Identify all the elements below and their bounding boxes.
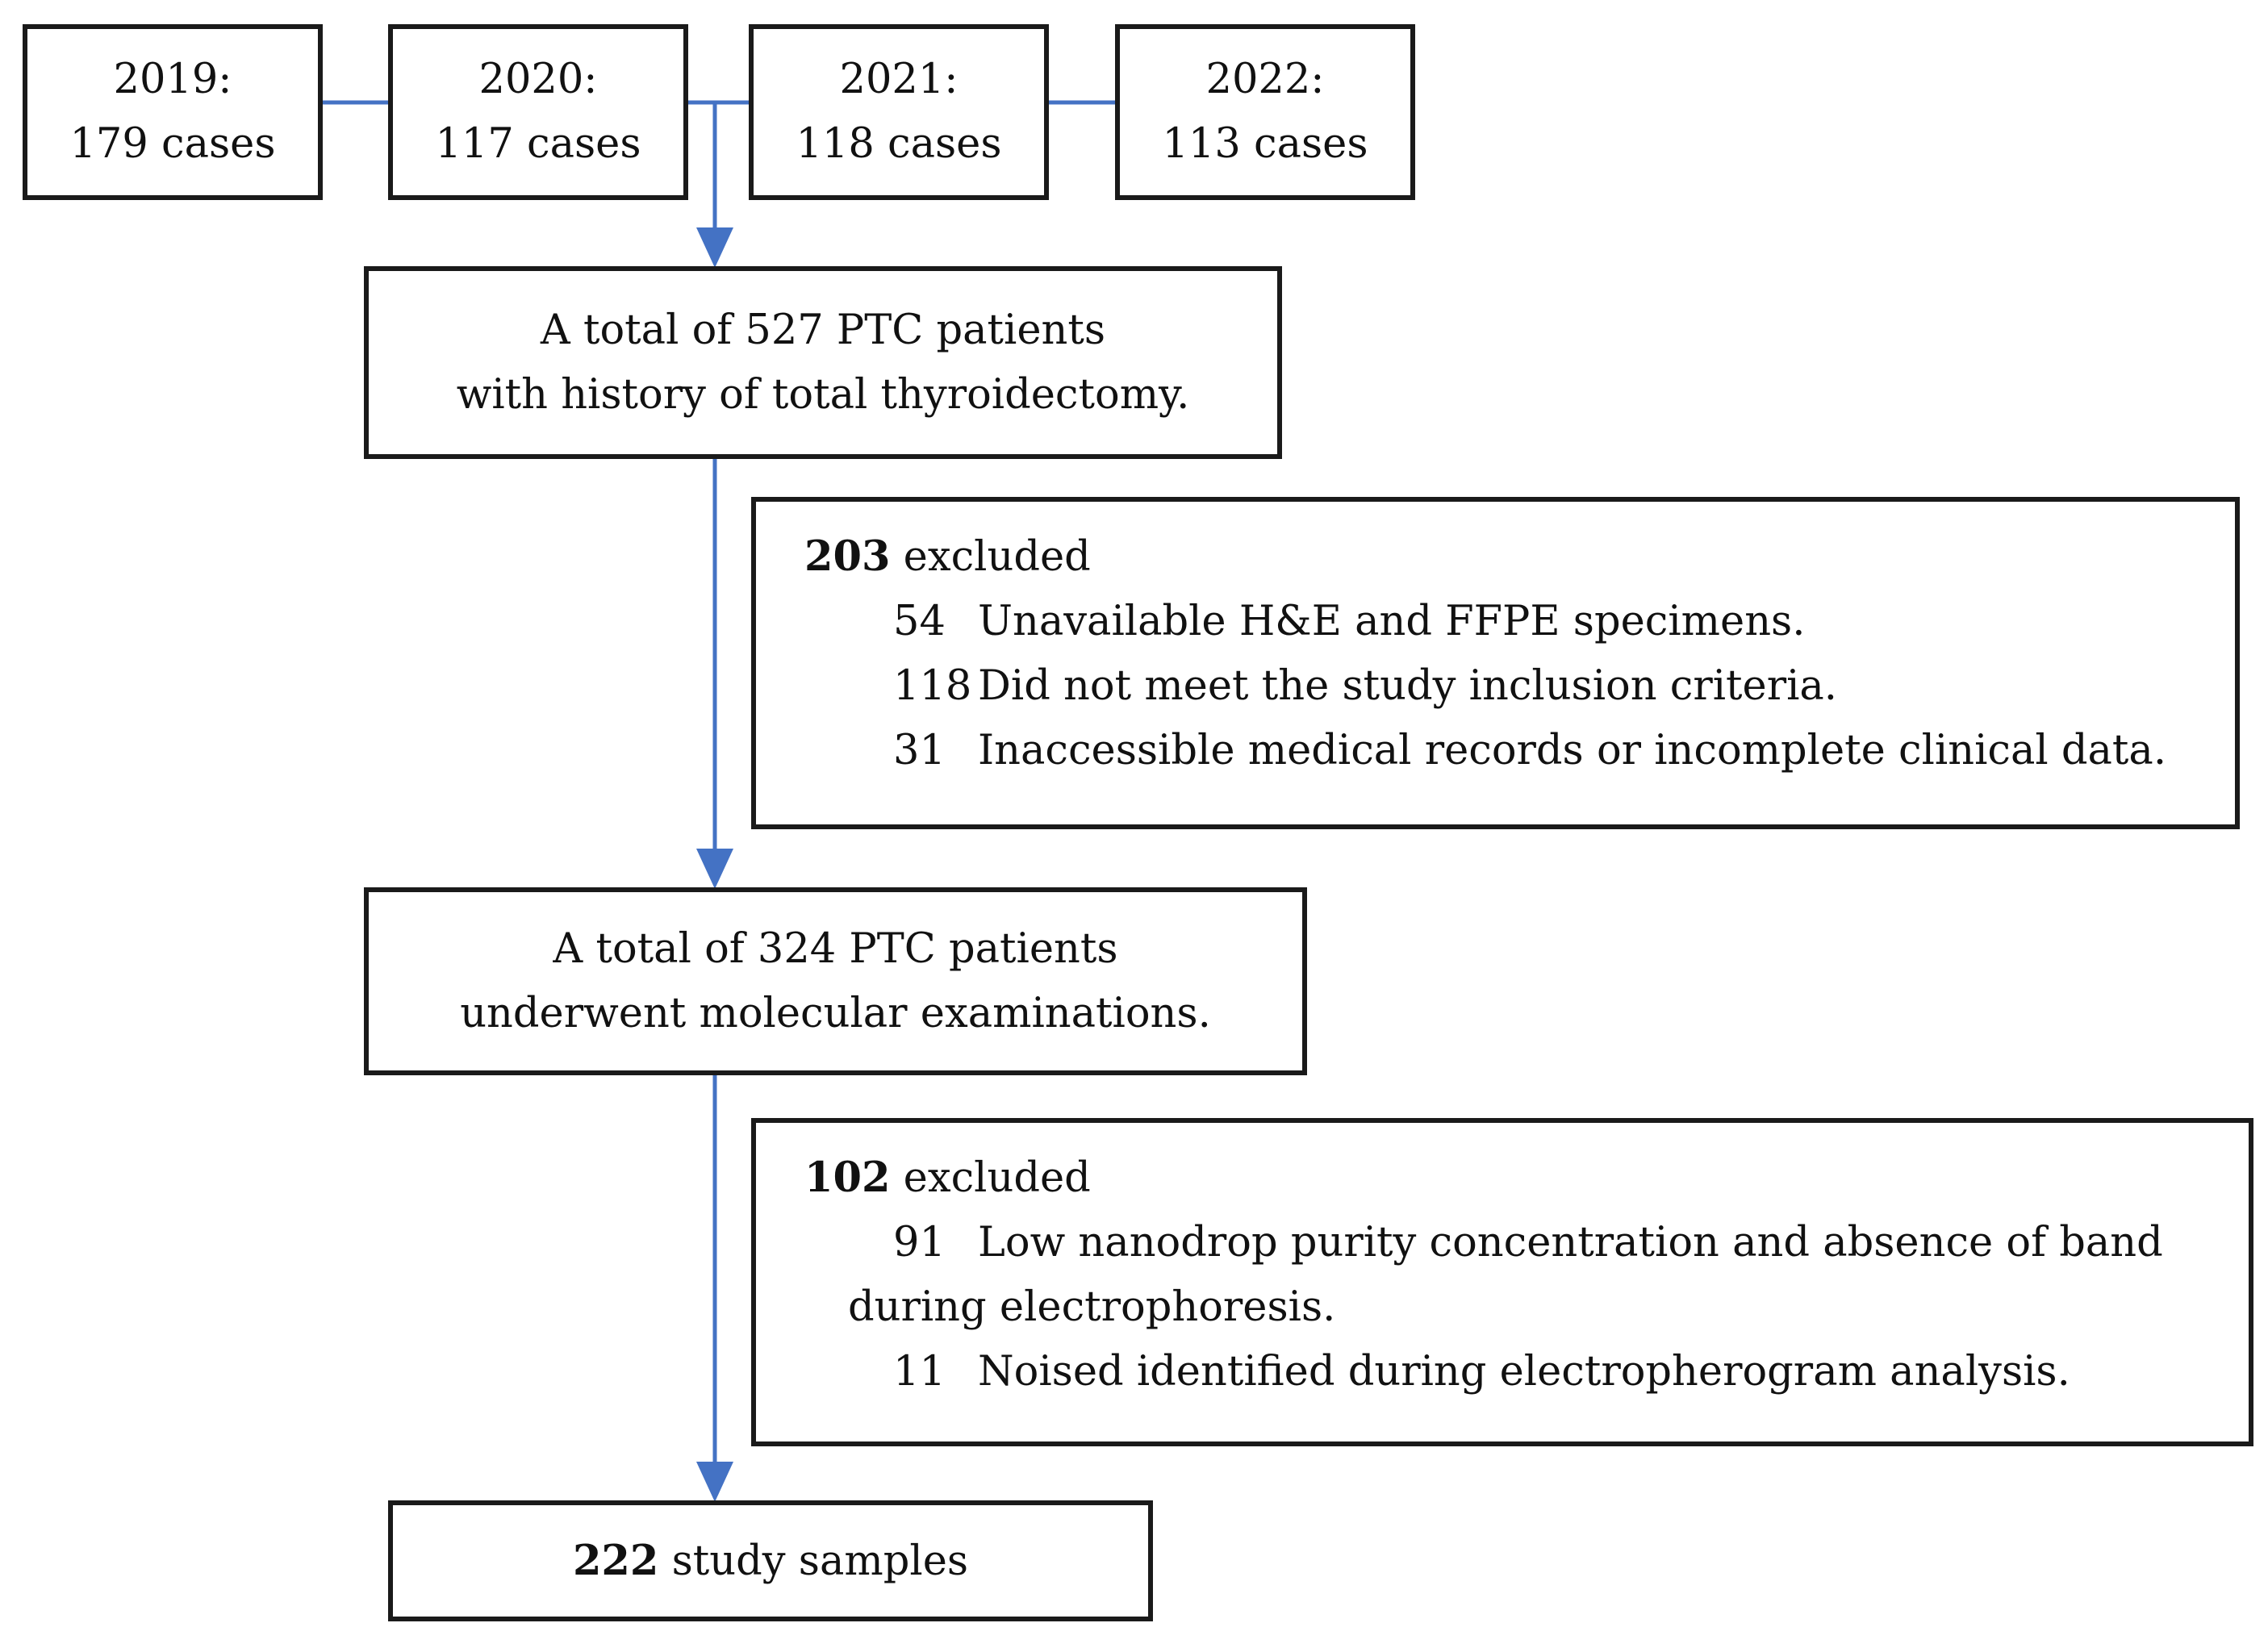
- year-cases: 117 cases: [435, 120, 641, 168]
- exclusion-box-2: 102 excluded 91 Low nanodrop purity conc…: [751, 1118, 2253, 1446]
- arrowhead-to-molecular: [696, 849, 733, 889]
- exclusion-1-header: 203 excluded: [804, 524, 2235, 590]
- exclusion-1-reason: 118 Did not meet the study inclusion cri…: [804, 654, 2235, 719]
- study-samples-count: 222: [572, 1536, 659, 1585]
- molecular-line-2: underwent molecular examinations.: [460, 989, 1211, 1037]
- exclusion-1-reason: 54 Unavailable H&E and FFPE specimens.: [804, 590, 2235, 654]
- reason-count: 11: [893, 1348, 946, 1396]
- molecular-line-1: A total of 324 PTC patients: [553, 924, 1118, 973]
- reason-text: Unavailable H&E and FFPE specimens.: [978, 598, 1806, 645]
- molecular-exam-box: A total of 324 PTC patients underwent mo…: [364, 887, 1307, 1075]
- year-box-2022: 2022: 113 cases: [1115, 24, 1415, 200]
- total-line-2: with history of total thyroidectomy.: [456, 370, 1190, 419]
- exclusion-2-header: 102 excluded: [804, 1145, 2249, 1211]
- year-cases: 113 cases: [1162, 120, 1368, 168]
- exclusion-box-1: 203 excluded 54 Unavailable H&E and FFPE…: [751, 497, 2240, 829]
- study-samples-label: study samples: [658, 1537, 969, 1585]
- year-cases: 179 cases: [69, 120, 276, 168]
- reason-text: Noised identified during electropherogra…: [978, 1348, 2070, 1396]
- exclusion-2-reason: 11 Noised identified during electrophero…: [804, 1340, 2249, 1404]
- year-box-2019: 2019: 179 cases: [23, 24, 323, 200]
- year-box-2020: 2020: 117 cases: [388, 24, 688, 200]
- year-label: 2019:: [113, 56, 232, 103]
- reason-count: 54: [893, 598, 946, 645]
- year-label: 2021:: [839, 56, 959, 103]
- exclusion-1-count: 203: [804, 532, 891, 581]
- reason-count: 118: [893, 662, 972, 710]
- study-samples-box: 222 study samples: [388, 1500, 1153, 1621]
- year-label: 2022:: [1205, 56, 1325, 103]
- total-patients-box: A total of 527 PTC patients with history…: [364, 266, 1282, 459]
- reason-text: Inaccessible medical records or incomple…: [978, 727, 2167, 774]
- exclusion-2-count: 102: [804, 1154, 891, 1202]
- study-samples-text: 222 study samples: [573, 1529, 968, 1594]
- arrowhead-to-total: [696, 227, 733, 268]
- year-box-2021: 2021: 118 cases: [749, 24, 1049, 200]
- year-label: 2020:: [478, 56, 598, 103]
- reason-text: Low nanodrop purity concentration and ab…: [978, 1219, 2163, 1266]
- total-line-1: A total of 527 PTC patients: [540, 306, 1106, 354]
- reason-text: Did not meet the study inclusion criteri…: [978, 662, 1838, 710]
- exclusion-2-label: excluded: [890, 1154, 1091, 1202]
- reason-count: 31: [893, 727, 946, 774]
- arrowhead-to-final: [696, 1462, 733, 1502]
- reason-count: 91: [893, 1219, 946, 1266]
- year-cases: 118 cases: [796, 120, 1002, 168]
- reason-text-continued: during electrophoresis.: [848, 1283, 1336, 1331]
- exclusion-1-label: excluded: [890, 533, 1091, 581]
- exclusion-1-reason: 31 Inaccessible medical records or incom…: [804, 719, 2235, 783]
- exclusion-2-reason: 91 Low nanodrop purity concentration and…: [804, 1211, 2249, 1275]
